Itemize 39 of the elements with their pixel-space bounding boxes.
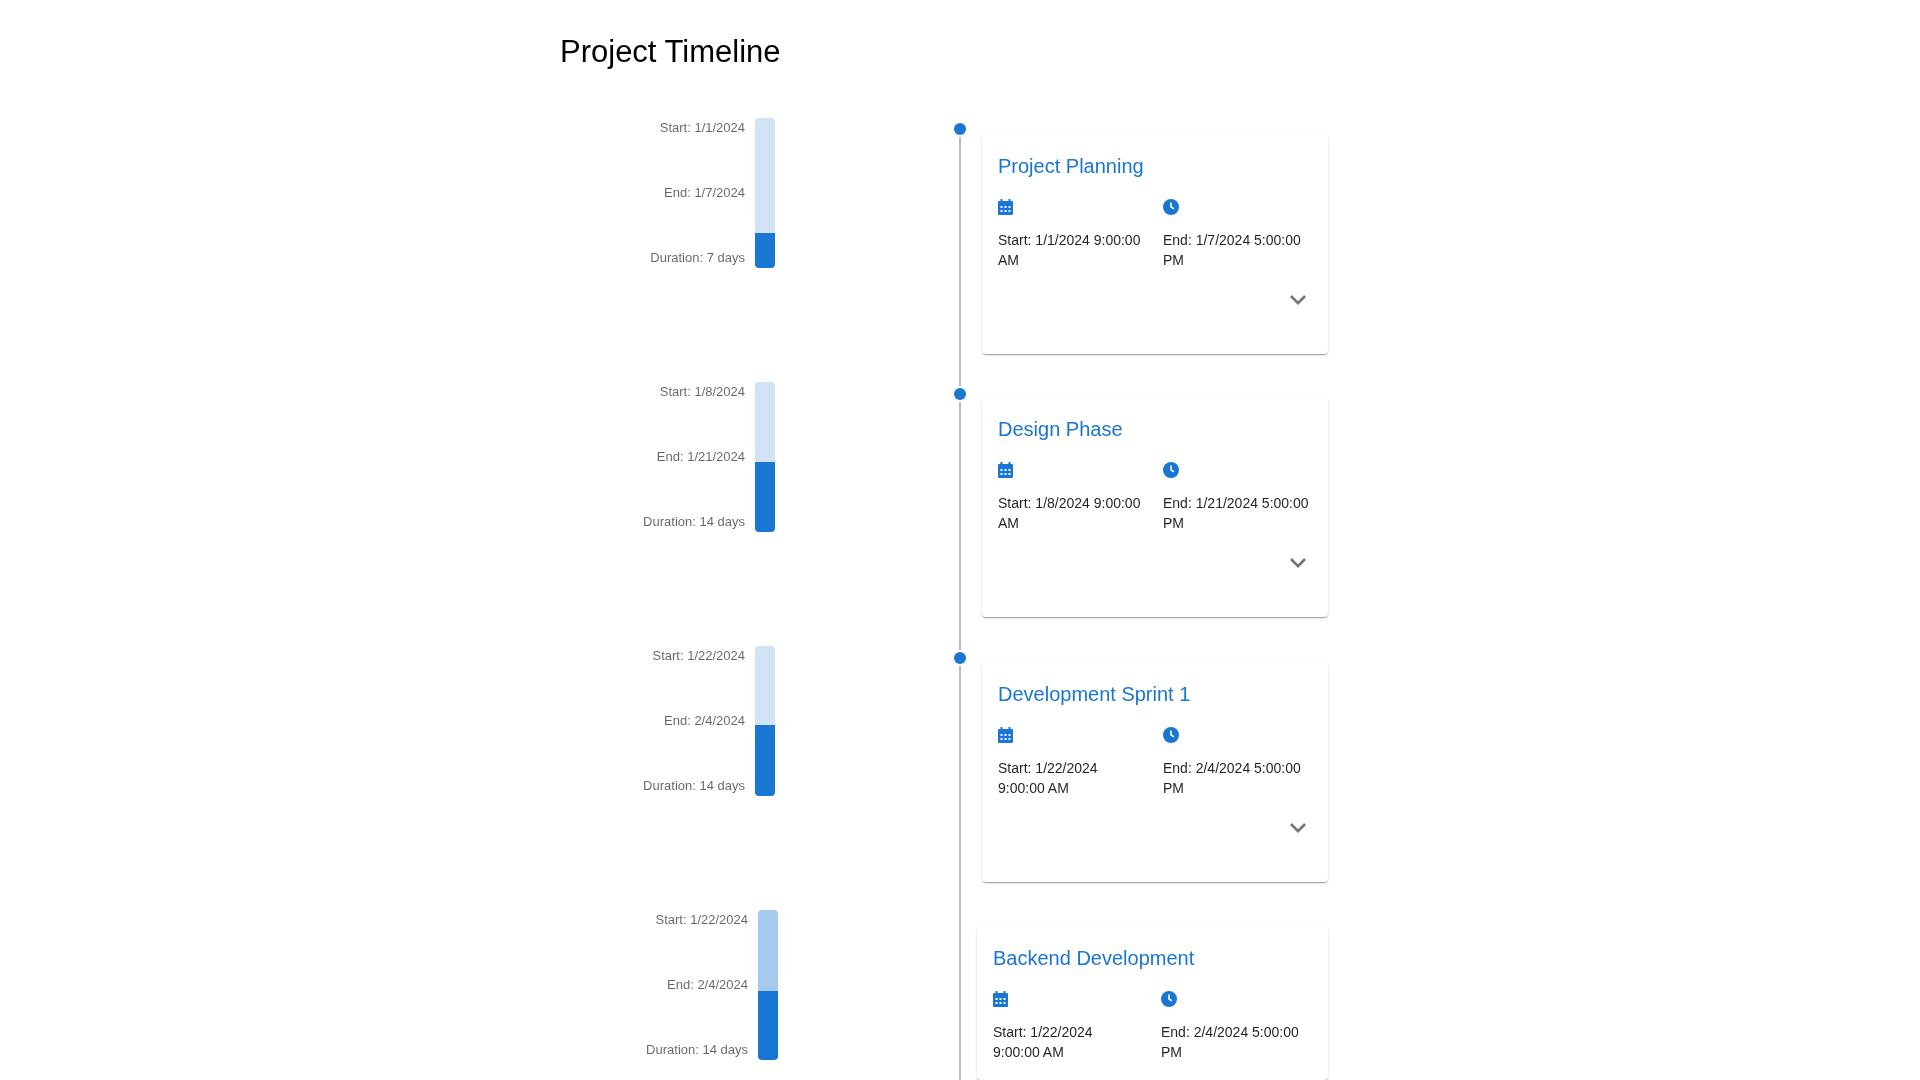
start-time-text: Start: 1/22/2024 9:00:00 AM <box>998 759 1099 798</box>
event-card <box>982 662 1328 882</box>
timeline-connector <box>959 665 961 1080</box>
event-card <box>977 926 1328 1080</box>
end-time-text: End: 2/4/2024 5:00:00 PM <box>1161 1023 1300 1062</box>
duration-label: Duration: 7 days <box>650 249 745 267</box>
page-title: Project Timeline <box>560 33 781 71</box>
event-card <box>982 397 1328 617</box>
duration-label: Duration: 14 days <box>643 513 745 531</box>
event-title: Backend Development <box>993 946 1195 971</box>
timeline-dot <box>954 388 966 400</box>
end-date-label: End: 1/7/2024 <box>664 184 745 202</box>
event-title: Development Sprint 1 <box>998 682 1191 707</box>
start-date-label: Start: 1/22/2024 <box>652 647 745 665</box>
duration-label: Duration: 14 days <box>643 777 745 795</box>
start-time-text: Start: 1/22/2024 9:00:00 AM <box>993 1023 1094 1062</box>
end-time-text: End: 1/21/2024 5:00:00 PM <box>1163 494 1310 533</box>
event-title: Design Phase <box>998 417 1123 442</box>
start-date-label: Start: 1/22/2024 <box>655 911 748 929</box>
end-time-text: End: 1/7/2024 5:00:00 PM <box>1163 231 1302 270</box>
end-date-label: End: 1/21/2024 <box>656 448 745 466</box>
end-time-text: End: 2/4/2024 5:00:00 PM <box>1163 759 1302 798</box>
event-card <box>982 134 1328 354</box>
duration-label: Duration: 14 days <box>646 1041 748 1059</box>
start-date-label: Start: 1/8/2024 <box>659 383 745 401</box>
end-date-label: End: 2/4/2024 <box>664 712 745 730</box>
timeline-connector <box>959 136 961 387</box>
end-date-label: End: 2/4/2024 <box>667 976 748 994</box>
start-date-label: Start: 1/1/2024 <box>659 119 745 137</box>
duration-bar <box>758 910 778 1060</box>
start-time-text: Start: 1/8/2024 9:00:00 AM <box>998 494 1142 533</box>
timeline-connector <box>959 401 961 651</box>
duration-bar <box>755 118 775 268</box>
event-title: Project Planning <box>998 154 1144 179</box>
timeline-dot <box>954 123 966 135</box>
start-time-text: Start: 1/1/2024 9:00:00 AM <box>998 231 1142 270</box>
timeline-dot <box>954 652 966 664</box>
duration-bar <box>755 382 775 532</box>
duration-bar <box>755 646 775 796</box>
